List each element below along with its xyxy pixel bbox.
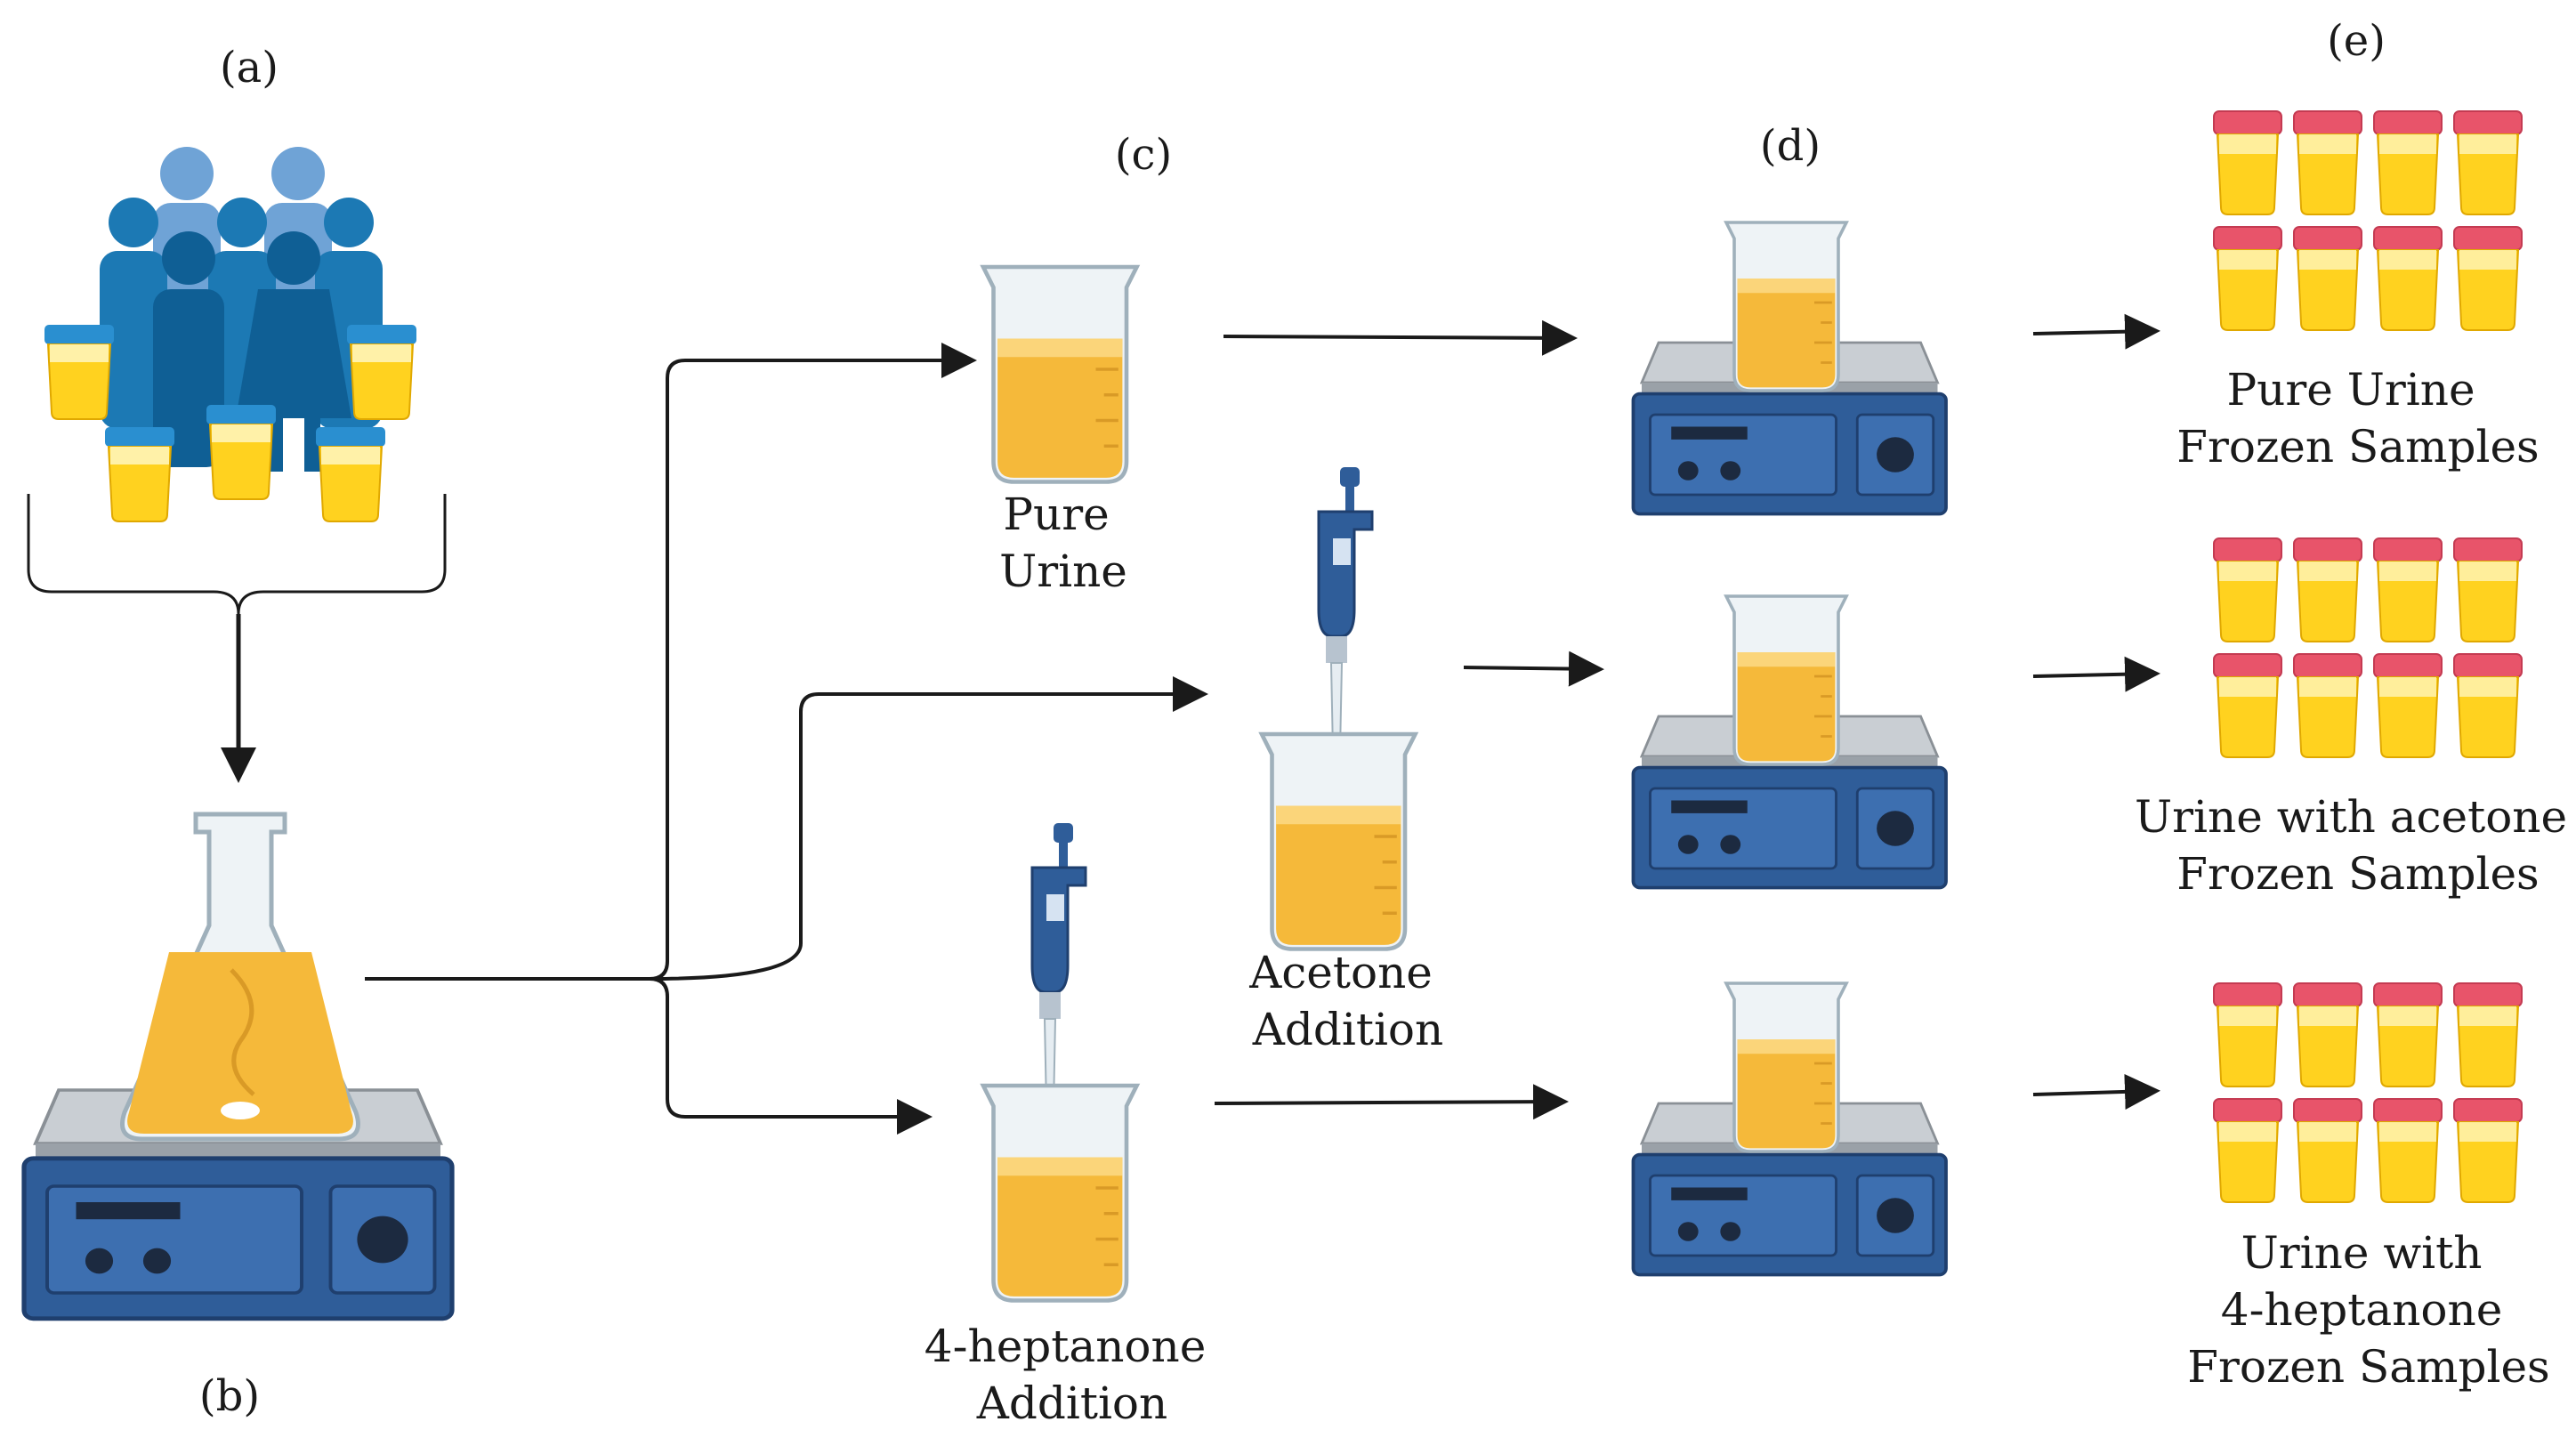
step-label-d: (d) — [1760, 121, 1821, 171]
sample-tube-icon — [2213, 982, 2523, 1203]
caption-pure-urine: Pure Urine — [999, 489, 1127, 597]
caption-acetone-line1: Acetone — [1248, 947, 1433, 998]
branch-lines — [365, 343, 1208, 1135]
step-label-e: (e) — [2327, 16, 2386, 66]
caption-acetone-line2: Addition — [1252, 1004, 1444, 1055]
bracket-line — [27, 494, 447, 615]
beaker-icon — [983, 267, 1137, 482]
caption-acetone-frozen-line2: Frozen Samples — [2176, 848, 2539, 900]
caption-pure-frozen-line2: Frozen Samples — [2176, 421, 2539, 473]
caption-heptanone-frozen-line1: Urine with — [2241, 1227, 2483, 1279]
arrow-icon — [2032, 313, 2160, 1110]
caption-heptanone-frozen-line3: Frozen Samples — [2187, 1341, 2549, 1393]
step-label-b: (b) — [199, 1371, 260, 1421]
caption-heptanone-line1: 4-heptanone — [925, 1321, 1207, 1372]
sample-tube-icon — [2213, 537, 2523, 758]
caption-heptanone-addition: 4-heptanone Addition — [925, 1321, 1220, 1429]
caption-heptanone-line2: Addition — [976, 1377, 1168, 1429]
caption-heptanone-frozen: Urine with 4-heptanone Frozen Samples — [2187, 1227, 2549, 1393]
beaker-icon — [983, 1086, 1137, 1301]
caption-acetone-addition: Acetone Addition — [1248, 947, 1447, 1055]
beaker-icon — [1724, 982, 1848, 1153]
step-label-a: (a) — [220, 43, 279, 93]
caption-acetone-frozen: Urine with acetone Frozen Samples — [2135, 791, 2576, 900]
caption-acetone-frozen-line1: Urine with acetone — [2135, 791, 2567, 843]
step-label-c: (c) — [1115, 130, 1172, 180]
arrow-icon — [1214, 319, 1604, 1120]
beaker-icon — [1724, 594, 1848, 766]
caption-pure-urine-line2: Urine — [999, 545, 1127, 597]
erlenmeyer-flask-icon — [120, 812, 360, 1142]
caption-pure-urine-frozen: Pure Urine Frozen Samples — [2176, 364, 2539, 473]
caption-pure-frozen-line1: Pure Urine — [2227, 364, 2475, 416]
beaker-icon — [1724, 221, 1848, 392]
beaker-icon — [1262, 734, 1416, 949]
caption-heptanone-frozen-line2: 4-heptanone — [2221, 1284, 2503, 1336]
sample-tube-icon — [2213, 110, 2523, 331]
caption-pure-urine-line1: Pure — [1003, 489, 1109, 540]
